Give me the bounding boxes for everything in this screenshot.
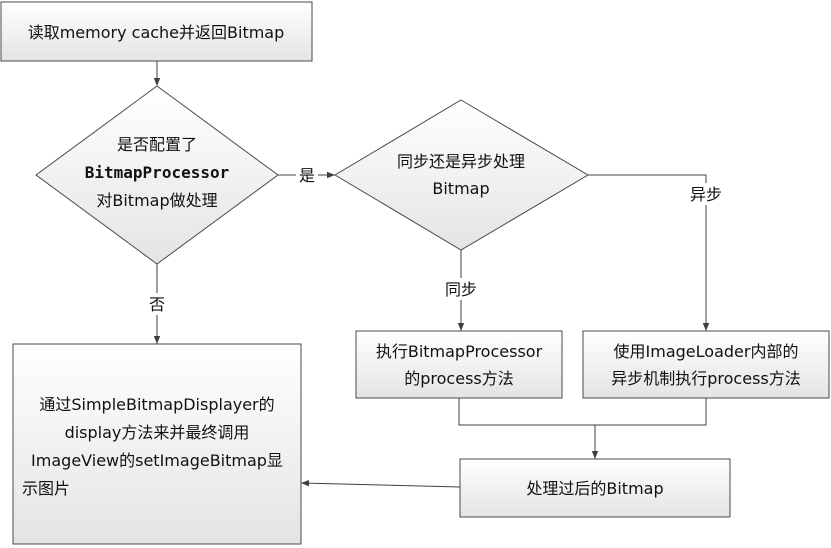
edge-processed-to-display — [300, 480, 461, 488]
node-display-line-2: ImageView的setImageBitmap显 — [31, 451, 283, 470]
edge-async-merge — [595, 398, 707, 426]
edge-label-sync: 同步 — [445, 280, 477, 299]
node-read-cache-line-0: 读取memory cache并返回Bitmap — [28, 23, 285, 42]
decision-sync-line-1: Bitmap — [432, 179, 489, 198]
decision-processor-line-2: 对Bitmap做处理 — [96, 191, 217, 210]
node-display-line-3: 示图片 — [22, 479, 70, 498]
node-exec-processor-line-1: 的process方法 — [404, 369, 514, 388]
edge-label-async: 异步 — [690, 185, 722, 204]
edge-exec-merge — [458, 398, 595, 426]
node-display: 通过SimpleBitmapDisplayer的 display方法来并最终调用… — [12, 343, 302, 545]
node-display-line-1: display方法来并最终调用 — [65, 423, 250, 442]
edge-label-no: 否 — [149, 295, 165, 314]
decision-processor-line-0: 是否配置了 — [117, 135, 197, 154]
edge-async — [588, 174, 710, 331]
decision-processor-line-1: BitmapProcessor — [85, 163, 230, 182]
node-async-exec: 使用ImageLoader内部的 异步机制执行process方法 — [582, 330, 830, 399]
node-display-line-0: 通过SimpleBitmapDisplayer的 — [39, 395, 274, 414]
decision-processor: 是否配置了 BitmapProcessor 对Bitmap做处理 — [35, 85, 279, 265]
node-async-exec-line-1: 异步机制执行process方法 — [611, 369, 801, 388]
decision-sync-line-0: 同步还是异步处理 — [397, 152, 525, 171]
decision-sync: 同步还是异步处理 Bitmap — [334, 99, 589, 251]
node-exec-processor-line-0: 执行BitmapProcessor — [376, 342, 543, 361]
node-processed-bitmap: 处理过后的Bitmap — [459, 458, 731, 518]
node-processed-bitmap-line-0: 处理过后的Bitmap — [526, 479, 663, 498]
node-async-exec-line-0: 使用ImageLoader内部的 — [614, 342, 799, 361]
node-read-cache: 读取memory cache并返回Bitmap — [0, 1, 313, 62]
node-exec-processor: 执行BitmapProcessor 的process方法 — [355, 330, 563, 399]
edge-label-yes: 是 — [299, 166, 315, 185]
